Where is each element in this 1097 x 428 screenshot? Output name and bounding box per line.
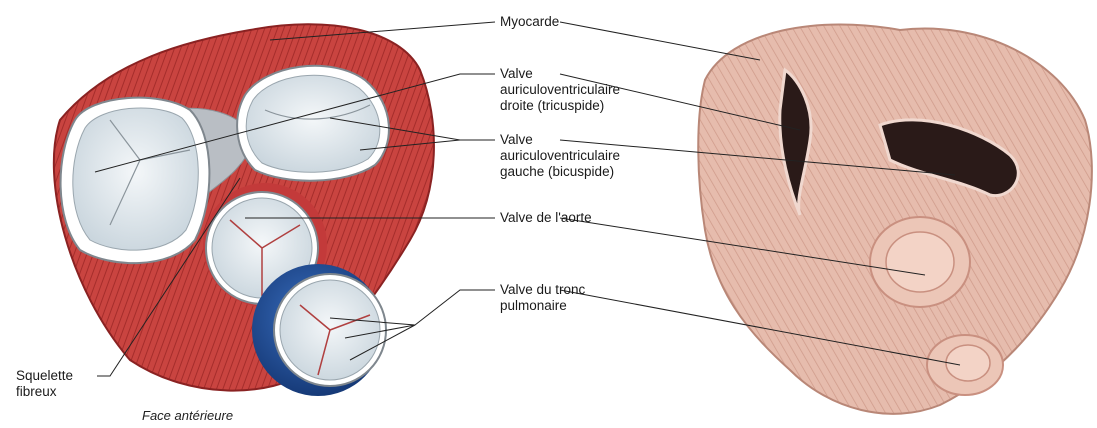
label-skeleton-line-2: fibreux (16, 384, 73, 400)
label-myocarde: Myocarde (500, 14, 559, 30)
label-pulmonary-line-2: pulmonaire (500, 298, 585, 314)
label-bicuspid-line-2: auriculoventriculaire (500, 148, 620, 164)
label-pulmonary-line-1: Valve du tronc (500, 282, 585, 298)
label-bicuspid-line-1: Valve (500, 132, 620, 148)
label-bicuspid: Valve auriculoventriculaire gauche (bicu… (500, 132, 620, 180)
label-pulmonary: Valve du tronc pulmonaire (500, 282, 585, 314)
label-skeleton-line-1: Squelette (16, 368, 73, 384)
tricuspid-valve-drawing (61, 98, 210, 263)
label-skeleton: Squelette fibreux (16, 368, 73, 400)
caption: Face antérieure (142, 408, 233, 423)
label-aortic: Valve de l'aorte (500, 210, 592, 226)
heart-specimen-photo (698, 24, 1092, 413)
label-tricuspid-line-3: droite (tricuspide) (500, 98, 620, 114)
label-bicuspid-line-3: gauche (bicuspide) (500, 164, 620, 180)
mitral-valve-drawing (237, 66, 389, 181)
label-tricuspid-line-1: Valve (500, 66, 620, 82)
label-tricuspid-line-2: auriculoventriculaire (500, 82, 620, 98)
label-tricuspid: Valve auriculoventriculaire droite (tric… (500, 66, 620, 114)
